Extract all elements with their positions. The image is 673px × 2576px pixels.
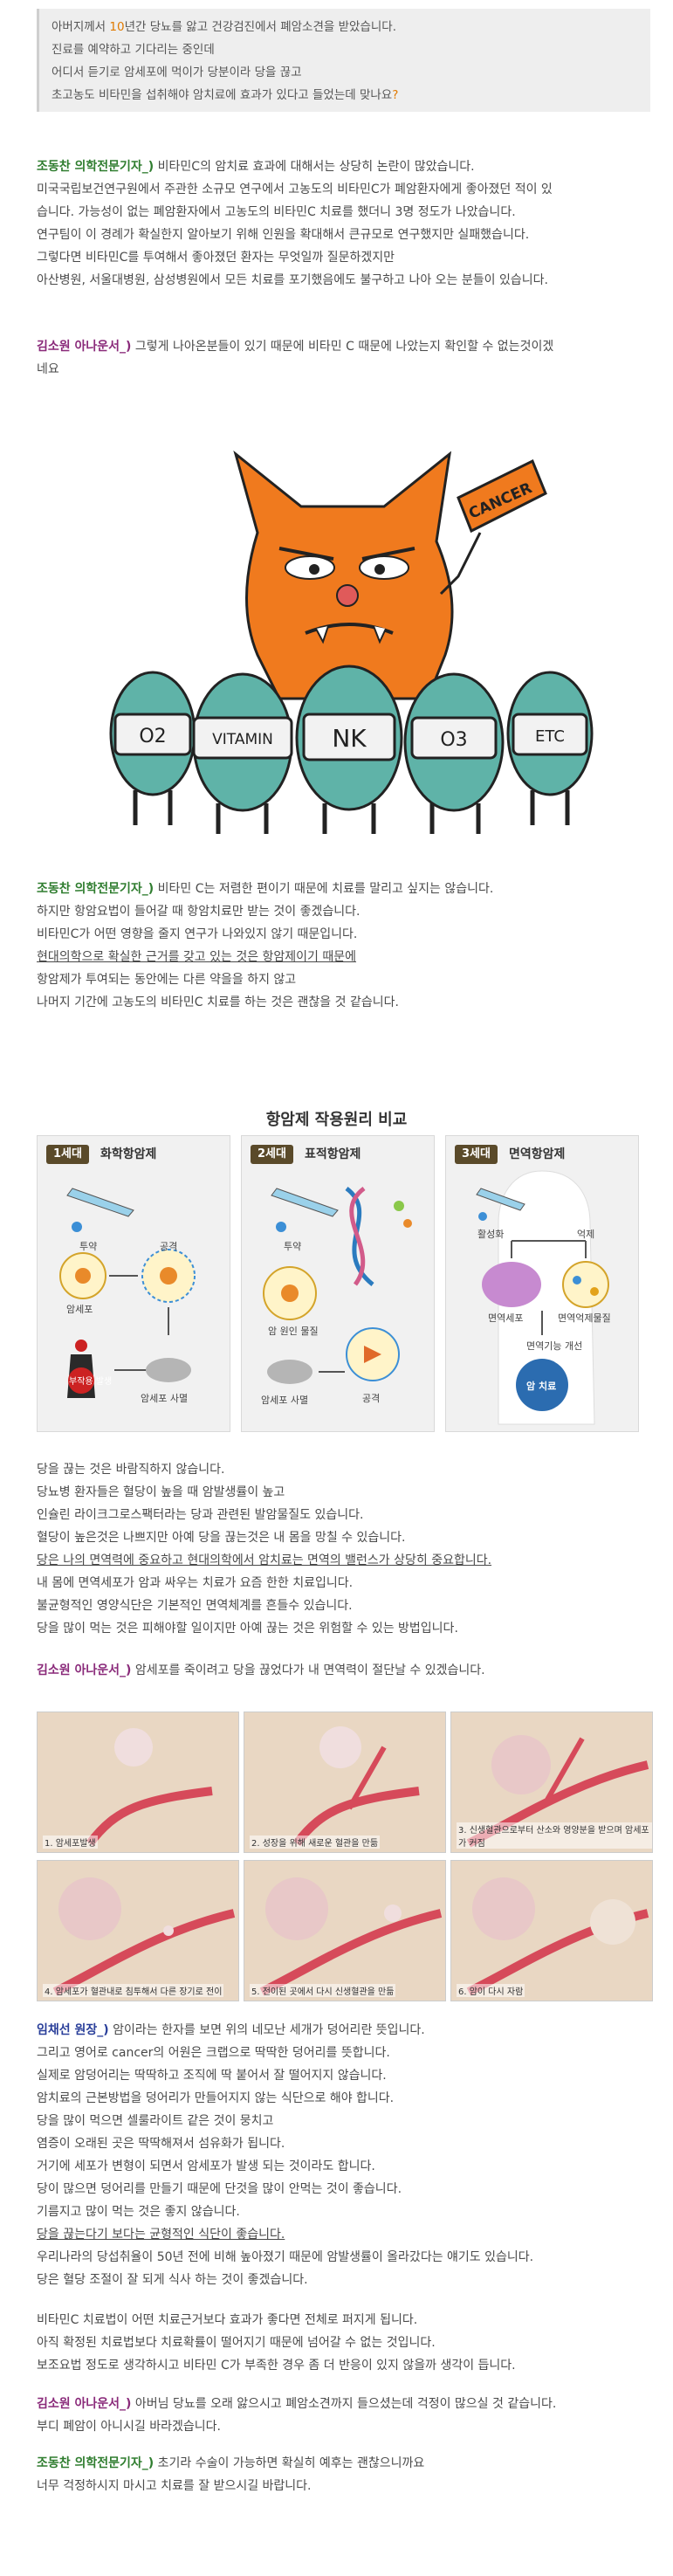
cancer-sign: CANCER [439, 458, 547, 596]
speaker-label: 김소원 아나운서_) [37, 1663, 132, 1677]
label-attack: 공격 [160, 1241, 178, 1252]
sequence-image: 2. 성장을 위해 새로운 혈관을 만듦 [244, 1712, 446, 1853]
speaker-label: 임채선 원장_) [37, 2023, 109, 2037]
quote-line: 진료를 예약하고 기다리는 중인데 [52, 43, 215, 57]
answer-block-4: 당을 끊는 것은 바람직하지 않습니다. 당뇨병 환자들은 혈당이 높을 때 암… [37, 1463, 492, 1636]
answer-block-8: 김소원 아나운서_) 아버님 당뇨를 오래 앓으시고 폐암소견까지 들으셨는데 … [37, 2397, 557, 2434]
gen-tag: 1세대 [46, 1145, 89, 1164]
quote-line: 아버지께서 10년간 당뇨를 앓고 건강검진에서 폐암소견을 받았습니다. [52, 20, 397, 34]
question-quote: 아버지께서 10년간 당뇨를 앓고 건강검진에서 폐암소견을 받았습니다. 진료… [37, 9, 650, 112]
sequence-image: 6. 암이 다시 자람 [450, 1860, 653, 2001]
answer-block-7: 비타민C 치료법이 어떤 치료근거보다 효과가 좋다면 전체로 퍼지게 됩니다.… [37, 2313, 516, 2373]
shield-labels: O2 VITAMIN NK O3 ETC [113, 713, 588, 761]
label-cure: 암 치료 [526, 1381, 557, 1392]
cancer-monster [233, 450, 454, 700]
comparison-title: 항암제 작용원리 비교 [265, 1111, 408, 1129]
shield-vitamin: VITAMIN [212, 731, 273, 748]
gen-tag: 3세대 [455, 1145, 498, 1164]
targeted-diagram [263, 1187, 412, 1384]
speaker-label: 조동찬 의학전문기자_) [37, 2456, 155, 2470]
panel-title: 화학항암제 [100, 1147, 157, 1161]
quote-line: 초고농도 비타민을 섭취해야 암치료에 효과가 있다고 들었는데 맞나요? [52, 88, 399, 102]
sequence-image: 4. 암세포가 혈관내로 침투해서 다른 장기로 전이 [37, 1860, 239, 2001]
shield-o3: O3 [440, 729, 467, 751]
speaker-label: 조동찬 의학전문기자_) [37, 882, 155, 896]
answer-block-5: 김소원 아나운서_) 암세포를 죽이려고 당을 끊었다가 내 면역력이 절단날 … [37, 1663, 485, 1677]
gen-tag: 2세대 [251, 1145, 293, 1164]
answer-block-3: 조동찬 의학전문기자_) 비타민 C는 저렴한 편이기 때문에 치료를 말리고 … [37, 882, 494, 1009]
speaker-label: 조동찬 의학전문기자_) [37, 160, 155, 174]
speaker-label: 김소원 아나운서_) [37, 340, 132, 354]
label-cancer-cell: 암세포 [66, 1304, 93, 1315]
answer-block-1: 조동찬 의학전문기자_) 비타민C의 암치료 효과에 대해서는 상당히 논란이 … [37, 160, 553, 287]
shield-o2: O2 [139, 726, 166, 747]
sequence-image: 1. 암세포발생 [37, 1712, 239, 1853]
panel-immuno: 3세대 면역항암제 활성화 억제 면역세포 면역억제물질 면역기능 개선 암 치… [445, 1135, 639, 1432]
label-cause: 암 원인 물질 [268, 1326, 319, 1337]
panel-chemo: 1세대 화학항암제 투약 공격 암세포 부작용 발생 암세포 사멸 [37, 1135, 230, 1432]
immuno-diagram [476, 1170, 609, 1425]
panel-targeted: 2세대 표적항암제 투약 암 원인 물질 암세포 사멸 공격 [241, 1135, 435, 1432]
label-immune-suppressor: 면역억제물질 [558, 1312, 611, 1324]
chemo-diagram [59, 1188, 196, 1398]
answer-block-9: 조동찬 의학전문기자_) 초기라 수술이 가능하면 확실히 예후는 괜찮으니까요… [37, 2456, 425, 2493]
panel-title: 표적항암제 [305, 1147, 361, 1161]
shield-nk: NK [332, 724, 367, 753]
label-dose: 투약 [79, 1241, 98, 1252]
sequence-image: 3. 신생혈관으로부터 산소와 영양분을 받으며 암세포가 커짐 [450, 1712, 653, 1853]
panel-title: 면역항암제 [509, 1147, 566, 1161]
label-suppress: 억제 [577, 1229, 595, 1240]
label-immune-cell: 면역세포 [488, 1312, 524, 1324]
label-cell-death: 암세포 사멸 [261, 1395, 309, 1406]
label-cell-death: 암세포 사멸 [141, 1393, 189, 1404]
sequence-image: 5. 전이된 곳에서 다시 신생혈관을 만듦 [244, 1860, 446, 2001]
answer-block-6: 임채선 원장_) 암이라는 한자를 보면 위의 네모난 세개가 덩어리란 뜻입니… [37, 2023, 534, 2287]
answer-block-2: 김소원 아나운서_) 그렇게 나아온분들이 있기 때문에 비타민 C 때문에 나… [37, 340, 554, 376]
label-dose: 투약 [284, 1241, 302, 1252]
shield-etc: ETC [535, 727, 565, 746]
cancer-illustration: CANCER O2 VITAMIN NK O3 ETC [109, 450, 594, 834]
speaker-label: 김소원 아나운서_) [37, 2397, 132, 2411]
label-immune-improve: 면역기능 개선 [526, 1340, 583, 1352]
quote-line: 어디서 듣기로 암세포에 먹이가 당분이라 당을 끊고 [52, 65, 302, 79]
label-side-effect: 부작용 발생 [69, 1377, 113, 1387]
label-attack: 공격 [362, 1393, 381, 1404]
label-activate: 활성화 [477, 1229, 505, 1240]
